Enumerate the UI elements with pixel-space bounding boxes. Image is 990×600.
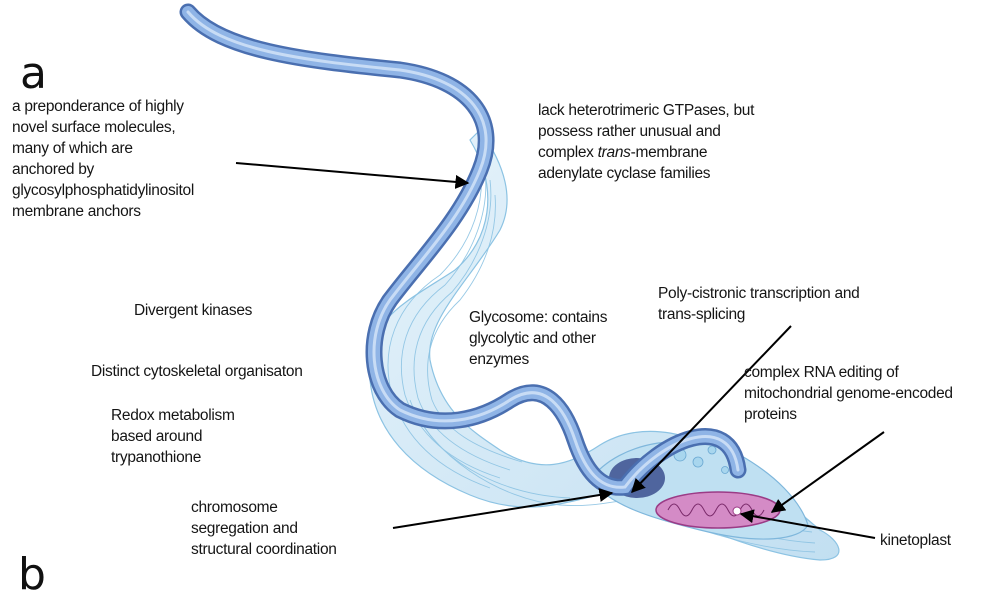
panel-label-b: b [18, 549, 46, 600]
label-rna-editing: complex RNA editing of mitochondrial gen… [744, 364, 953, 423]
label-redox: Redox metabolism based around trypanothi… [111, 407, 235, 466]
arrow-transcription [631, 325, 792, 494]
arrow-rna-editing [770, 431, 885, 513]
label-cytoskeleton: Distinct cytoskeletal organisaton [91, 363, 303, 380]
mitochondrion [655, 491, 781, 529]
label-glycosome: Glycosome: contains glycolytic and other… [469, 309, 608, 368]
mitochondrial-cristae [667, 503, 765, 517]
label-surface-molecules: a preponderance of highly novel surface … [12, 98, 195, 220]
arrow-kinetoplast [739, 509, 876, 539]
label-transcription: Poly-cistronic transcription and trans-s… [658, 285, 860, 323]
label-kinases: Divergent kinases [134, 302, 253, 319]
label-gtpases: lack heterotrimeric GTPases, but possess… [538, 102, 755, 182]
panel-label-a: a [20, 48, 47, 99]
label-kinetoplast: kinetoplast [880, 532, 951, 549]
label-chromosome: chromosome segregation and structural co… [191, 499, 337, 558]
kinetoplast-dot [732, 506, 742, 516]
trypanosome-illustration [179, 3, 885, 561]
arrow-surface [235, 162, 470, 189]
arrow-chromosome [392, 488, 614, 529]
trypanosome-figure: a b a preponderance of highly novel surf… [12, 3, 953, 597]
pointer-arrows [235, 162, 885, 539]
